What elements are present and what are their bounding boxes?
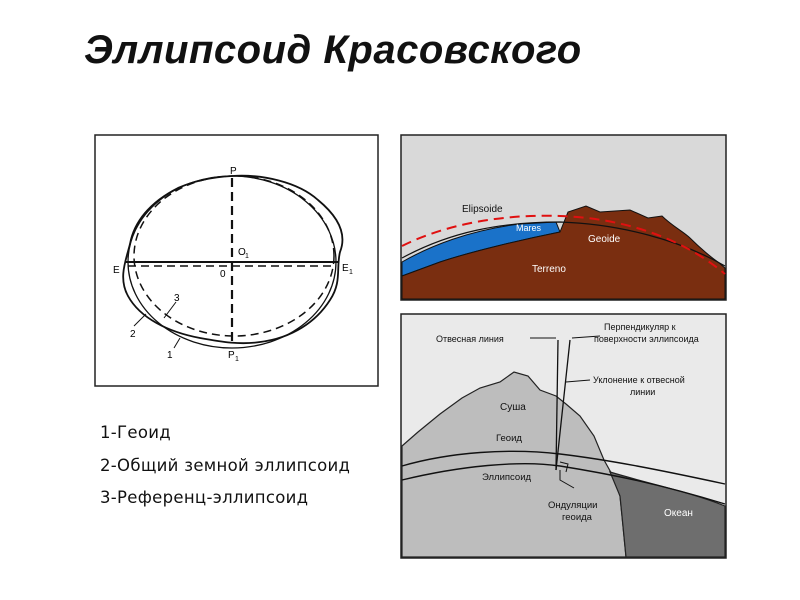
label-1: 1: [167, 350, 173, 361]
perpendicular-line: [555, 339, 571, 471]
ellipsoid-line: [401, 214, 726, 275]
label-perp-2: поверхности эллипсоида: [594, 334, 699, 344]
geoid-profile: [401, 450, 726, 485]
leader-1: [173, 337, 181, 349]
label-ocean: Океан: [664, 508, 693, 519]
land-area: [401, 371, 627, 558]
geoid-diagram-frame: [400, 313, 727, 559]
deviation-leader: [565, 379, 591, 383]
label-o1: O: [238, 247, 246, 258]
terrain-area: [401, 205, 726, 300]
terrain-diagram-frame: [400, 134, 727, 301]
leader-3: [163, 301, 177, 319]
label-deviation-2: линии: [630, 387, 655, 397]
sea-area: [401, 221, 561, 277]
legend-item-reference-ellipsoid: 3-Референц-эллипсоид: [100, 488, 309, 507]
ellipsoid-profile: [401, 463, 726, 505]
label-3: 3: [174, 293, 180, 304]
right-angle-marker: [559, 461, 569, 473]
label-p: P: [230, 166, 237, 177]
label-e1-sub: 1: [349, 269, 353, 276]
label-p1: P: [228, 350, 235, 361]
perp-leader: [571, 335, 601, 339]
geoid-curve: [122, 174, 344, 345]
ocean-area: [608, 471, 726, 558]
reference-ellipsoid-curve: [133, 175, 335, 337]
label-elipsoide: Elipsoide: [462, 204, 503, 215]
label-ellipsoid: Эллипсоид: [482, 472, 531, 483]
label-terreno: Terreno: [532, 264, 566, 275]
legend-item-geoid: 1-Геоид: [100, 423, 171, 442]
label-e: E: [113, 265, 120, 276]
label-mares: Mares: [516, 223, 542, 233]
label-p1-sub: 1: [235, 356, 239, 363]
common-ellipsoid-curve: [127, 175, 337, 349]
page-title: Эллипсоид Красовского: [84, 28, 582, 72]
geoid-line: [401, 221, 726, 267]
undulation-leader: [559, 470, 575, 489]
ellipsoid-diagram-frame: [94, 134, 379, 387]
legend-item-common-ellipsoid: 2-Общий земной эллипсоид: [100, 456, 351, 475]
label-geoide: Geoide: [588, 234, 621, 245]
label-e1: E: [342, 263, 349, 274]
label-plumb-line: Отвесная линия: [436, 334, 504, 344]
label-deviation-1: Уклонение к отвесной: [593, 375, 685, 385]
plumb-line: [555, 339, 559, 471]
label-geoid: Геоид: [496, 433, 522, 444]
leader-2: [133, 313, 147, 327]
label-o1-sub: 1: [245, 253, 249, 260]
label-perp-1: Перпендикуляр к: [604, 322, 676, 332]
label-2: 2: [130, 329, 136, 340]
label-o: 0: [220, 269, 226, 280]
label-undulation-2: геоида: [562, 512, 593, 523]
label-land: Суша: [500, 402, 526, 413]
label-undulation-1: Ондуляции: [548, 500, 597, 511]
